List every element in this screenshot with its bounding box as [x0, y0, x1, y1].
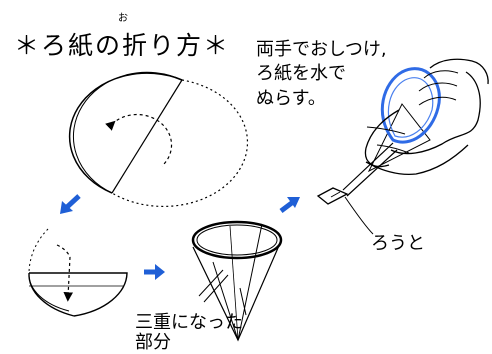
quarter-fold [28, 228, 128, 317]
page-title: ＊ろ紙の折り方＊ [14, 31, 231, 60]
step-arrow-right [144, 264, 165, 280]
triple-layer-label-line-2: 部分 [135, 332, 171, 353]
filter-cone [191, 220, 283, 342]
funnel-label: ろうと [371, 233, 425, 254]
step-arrow-down [60, 194, 81, 214]
hands-funnel [316, 58, 489, 235]
folded-circle [68, 71, 249, 207]
triple-layer-label-line-1: 三重になった [135, 312, 243, 333]
title-ruby: お [118, 13, 128, 24]
instruction-line-3: ぬらす。 [256, 88, 326, 109]
instruction-line-2: ろ紙を水で [256, 63, 346, 84]
step-arrow-up-right [279, 197, 300, 213]
instruction-line-1: 両手でおしつけ, [256, 39, 387, 60]
